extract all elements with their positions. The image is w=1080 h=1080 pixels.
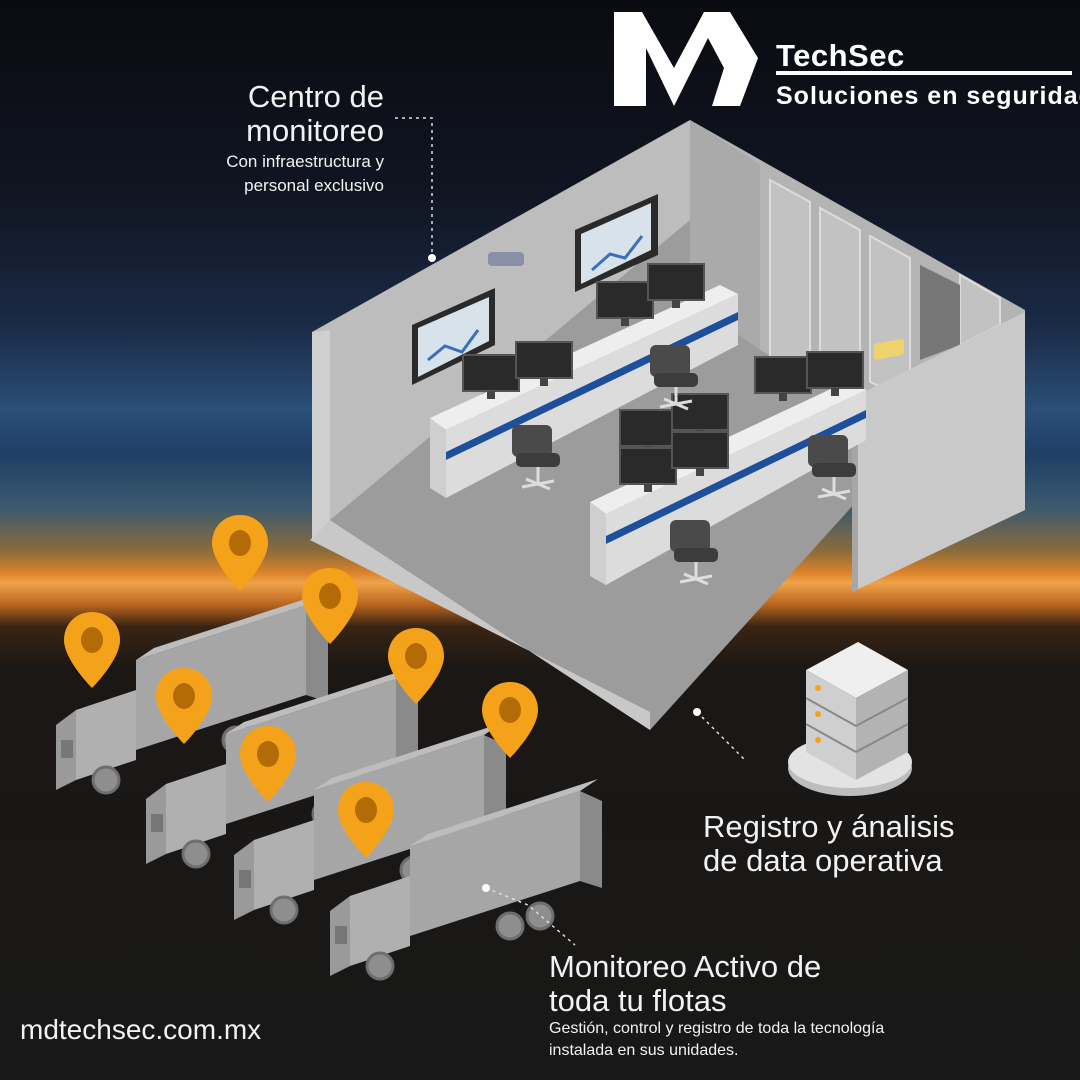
server-icon [788,642,912,796]
wall-screen [412,194,658,385]
website-link[interactable]: mdtechsec.com.mx [20,1014,262,1045]
centro-title: Centro de monitoreo [246,79,384,148]
centro-subtitle: Con infraestructura y personal exclusivo [226,152,384,195]
camera-icon [488,252,524,266]
monitoreo-title: Monitoreo Activo de toda tu flotas [549,949,822,1018]
brand-tagline: Soluciones en seguridad [776,82,1080,110]
brand-name: TechSec [776,38,905,73]
registro-title: Registro y ánalisis de data operativa [703,809,955,878]
truck-icon [54,591,604,981]
md-logo [614,12,758,106]
brand-divider [776,71,1072,75]
room-wall-front [852,312,1025,592]
monitoreo-subtitle: Gestión, control y registro de toda la t… [549,1020,885,1059]
